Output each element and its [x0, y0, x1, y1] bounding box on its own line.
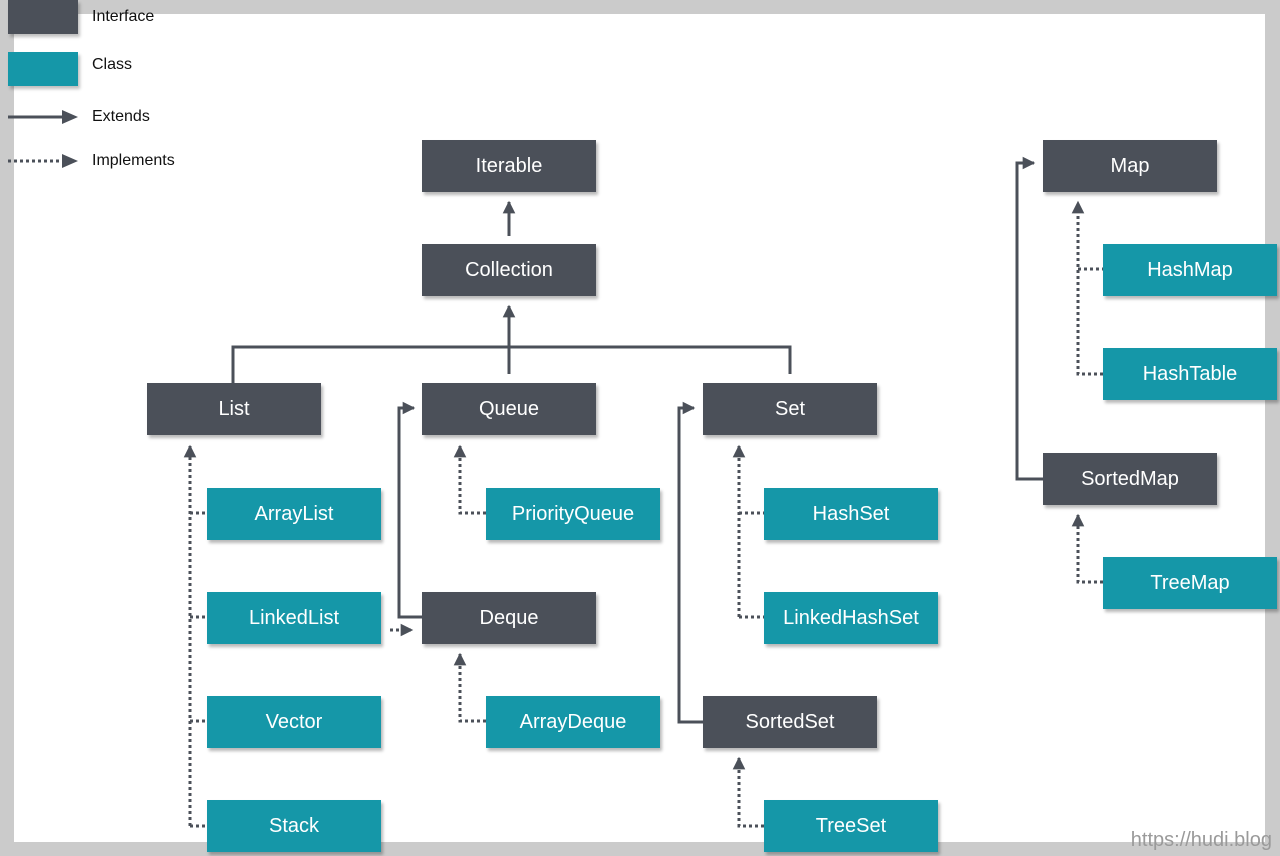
- node-list: List: [147, 383, 321, 435]
- node-linkedhashset: LinkedHashSet: [764, 592, 938, 644]
- edge-sortedset-set: [677, 401, 703, 724]
- legend-implements-arrow: [8, 154, 78, 168]
- node-arraylist: ArrayList: [207, 488, 381, 540]
- node-set: Set: [703, 383, 877, 435]
- node-iterable: Iterable: [422, 140, 596, 192]
- node-priorityqueue: PriorityQueue: [486, 488, 660, 540]
- legend-implements-label: Implements: [92, 152, 175, 169]
- edge-priorityqueue-queue: [453, 444, 486, 515]
- node-hashmap: HashMap: [1103, 244, 1277, 296]
- watermark: https://hudi.blog: [1130, 829, 1272, 851]
- node-map: Map: [1043, 140, 1217, 192]
- edge-map-impls: [1071, 200, 1103, 376]
- node-linkedlist: LinkedList: [207, 592, 381, 644]
- node-arraydeque: ArrayDeque: [486, 696, 660, 748]
- legend-class-label: Class: [92, 56, 133, 73]
- node-vector: Vector: [207, 696, 381, 748]
- node-queue: Queue: [422, 383, 596, 435]
- node-hashtable: HashTable: [1103, 348, 1277, 400]
- node-collection: Collection: [422, 244, 596, 296]
- node-stack: Stack: [207, 800, 381, 852]
- edge-treemap-sortedmap: [1071, 513, 1103, 584]
- node-deque: Deque: [422, 592, 596, 644]
- edge-treeset-sortedset: [732, 756, 764, 828]
- edge-deque-queue: [397, 401, 422, 619]
- legend-extends-label: Extends: [92, 108, 150, 125]
- node-treemap: TreeMap: [1103, 557, 1277, 609]
- node-sortedmap: SortedMap: [1043, 453, 1217, 505]
- legend-class-swatch: [8, 52, 78, 86]
- legend-interface-swatch: [8, 0, 78, 34]
- edge-list-collection: [231, 345, 792, 383]
- legend-interface-label: Interface: [92, 8, 155, 25]
- edge-sortedmap-map: [1015, 156, 1043, 481]
- legend-extends-arrow: [8, 110, 78, 124]
- node-sortedset: SortedSet: [703, 696, 877, 748]
- node-hashset: HashSet: [764, 488, 938, 540]
- node-treeset: TreeSet: [764, 800, 938, 852]
- edge-arraydeque-deque: [453, 652, 486, 723]
